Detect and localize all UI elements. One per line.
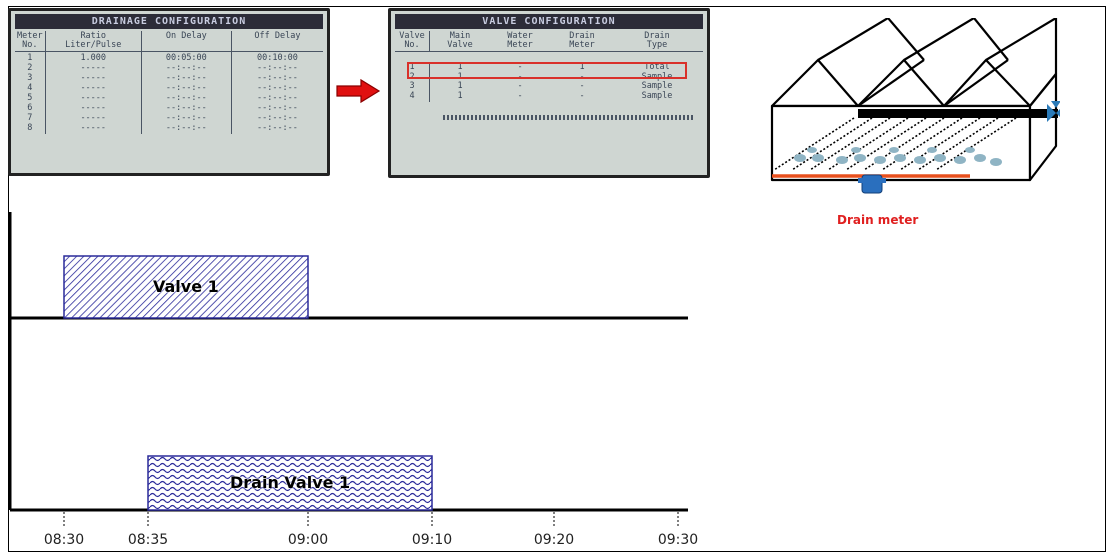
drainage-screen-title: DRAINAGE CONFIGURATION xyxy=(15,14,323,29)
drain-meter-label: Drain meter xyxy=(837,213,919,227)
header-drain-meter: Drain Meter xyxy=(569,31,595,50)
highlighted-valve-row xyxy=(407,62,687,79)
header-meter-no: Meter No. xyxy=(15,31,46,51)
tick-label: 08:35 xyxy=(127,532,169,548)
drain-meter-column: 1 - - - xyxy=(579,62,585,101)
meter-number-column: 1 2 3 4 5 6 7 8 xyxy=(15,52,46,134)
drain-valve-1-label: Drain Valve 1 xyxy=(230,473,351,492)
valve-1-label: Valve 1 xyxy=(153,277,219,296)
header-valve-no: Valve No. xyxy=(395,31,430,51)
tick-label: 09:20 xyxy=(533,532,575,548)
on-delay-column: 00:05:00 --:--:-- --:--:-- --:--:-- --:-… xyxy=(142,52,232,134)
drain-valve-1-bar xyxy=(147,455,433,511)
valve-configuration-screen: VALVE CONFIGURATION Valve No. Main Valve… xyxy=(388,8,710,178)
drainage-configuration-screen: DRAINAGE CONFIGURATION Meter No. Ratio L… xyxy=(8,8,330,176)
valve-1-bar xyxy=(63,255,309,319)
drain-type-column: Total Sample Sample Sample xyxy=(641,62,673,101)
valve-screen-title: VALVE CONFIGURATION xyxy=(395,14,703,29)
main-valve-column: 1 1 1 1 xyxy=(457,62,463,101)
drainage-screen-rows: 1 2 3 4 5 6 7 8 1.000 ----- ----- ----- … xyxy=(15,52,323,134)
header-drain-type: Drain Type xyxy=(644,31,670,50)
tick-label: 09:30 xyxy=(657,532,699,548)
water-meter-column: - - - - xyxy=(517,62,523,101)
off-delay-column: 00:10:00 --:--:-- --:--:-- --:--:-- --:-… xyxy=(256,53,298,133)
tick-label: 09:10 xyxy=(411,532,453,548)
ratio-column: 1.000 ----- ----- ----- ----- ----- ----… xyxy=(46,52,142,134)
header-water-meter: Water Meter xyxy=(507,31,533,50)
tick-label: 09:00 xyxy=(287,532,329,548)
greenhouse-illustration xyxy=(770,18,1060,194)
tick-label: 08:30 xyxy=(43,532,85,548)
header-main-valve: Main Valve xyxy=(447,31,473,50)
valve-screen-rows: 1 2 3 4 1 1 1 1 - - - - 1 - - - Total Sa… xyxy=(395,52,703,102)
valve-screen-scrollbar xyxy=(443,115,693,120)
valve-screen-header: Valve No. Main Valve Water Meter Drain M… xyxy=(395,31,703,52)
drainage-screen-header: Meter No. Ratio Liter/Pulse On Delay Off… xyxy=(15,31,323,52)
header-ratio: Ratio Liter/Pulse xyxy=(46,31,142,51)
arrow-right-icon xyxy=(336,78,381,104)
valve-number-column: 1 2 3 4 xyxy=(395,62,430,102)
header-off-delay: Off Delay xyxy=(254,31,301,41)
header-on-delay: On Delay xyxy=(142,31,232,51)
